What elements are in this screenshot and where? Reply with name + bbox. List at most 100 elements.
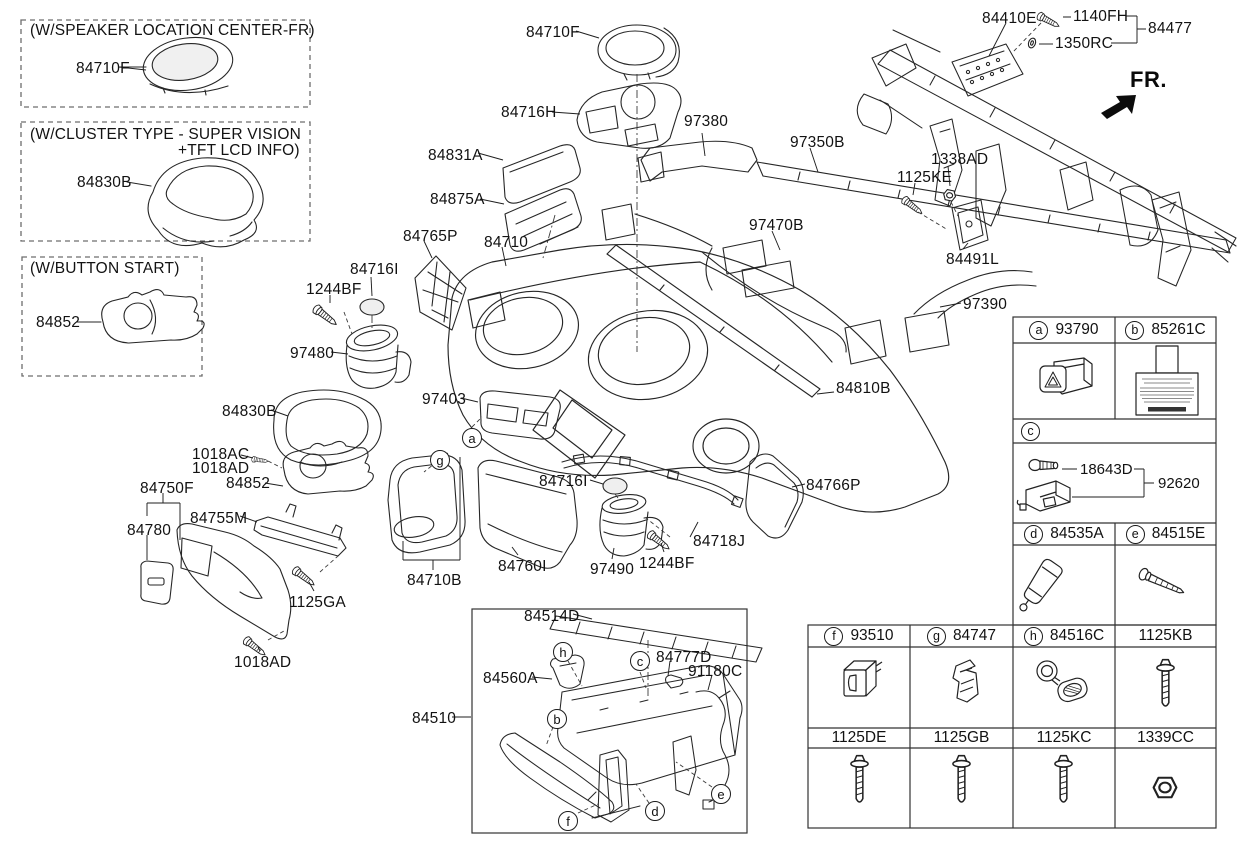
table-header-1125gb: 1125GB (910, 728, 1013, 748)
table-letter-g: g (926, 626, 946, 646)
callout-97490: 97490 (590, 561, 635, 578)
callout-84491l: 84491L (946, 251, 999, 268)
callout-84716i-a: 84716I (350, 261, 399, 278)
damper-icon (1019, 558, 1063, 612)
table-header-1125kc: 1125KC (1013, 728, 1115, 748)
ref-circle-f: f (558, 811, 578, 831)
glove-box-art (499, 615, 763, 823)
table-header-c: c (1013, 419, 1216, 443)
callout-1350rc: 1350RC (1055, 35, 1114, 52)
airbag-label-icon (1135, 345, 1199, 416)
assembly-dashes (267, 22, 1042, 814)
table-part-84747: 84747 (952, 627, 997, 644)
nut-1339cc-icon (1152, 776, 1178, 799)
callout-97480: 97480 (290, 345, 335, 362)
callout-84514d: 84514D (524, 608, 580, 625)
table-part-18643d: 18643D (1080, 461, 1133, 478)
callout-97403: 97403 (422, 391, 467, 408)
left-mid-art (140, 255, 561, 640)
table-header-1125de: 1125DE (808, 728, 910, 748)
lamp-housing-icon (1016, 480, 1071, 512)
callout-84766p: 84766P (806, 477, 861, 494)
callout-84710b: 84710B (407, 572, 462, 589)
table-letter-d: d (1024, 524, 1044, 544)
callout-84765p: 84765P (403, 228, 458, 245)
table-letter-c: c (1021, 421, 1040, 441)
callout-84755m: 84755M (190, 510, 248, 527)
table-header-h: h 84516C (1013, 625, 1115, 647)
callout-84830b-inset: 84830B (77, 174, 132, 191)
callout-84852-inset: 84852 (36, 314, 81, 331)
table-part-85261c: 85261C (1151, 321, 1206, 338)
ref-circle-g: g (430, 450, 450, 470)
callout-97390: 97390 (963, 296, 1008, 313)
center-lower-art (477, 453, 804, 569)
bolt-1125gb-icon (952, 754, 971, 803)
callout-1244bf-a: 1244BF (306, 281, 362, 298)
inset-box-borders (20, 19, 311, 377)
ref-circle-a: a (462, 428, 482, 448)
callout-84852-main: 84852 (226, 475, 271, 492)
long-screw-icon (1138, 567, 1185, 594)
crash-pad-art (447, 243, 950, 513)
callout-84710f: 84710F (526, 24, 580, 41)
table-part-1339cc: 1339CC (1137, 729, 1194, 746)
table-letter-h: h (1023, 626, 1043, 646)
bolt-1125kc-icon (1054, 754, 1073, 803)
callout-84780: 84780 (127, 522, 172, 539)
callout-84750f: 84750F (140, 480, 194, 497)
centerlines (371, 74, 649, 698)
bolt-1125kb-icon (1156, 658, 1175, 707)
top-center-art (502, 24, 682, 252)
inset-cluster-title-line2: +TFT LCD INFO) (178, 142, 300, 159)
table-part-93510: 93510 (850, 627, 894, 644)
ref-circle-e: e (711, 784, 731, 804)
callout-84710: 84710 (484, 234, 529, 251)
table-part-93790: 93790 (1055, 321, 1099, 338)
table-part-92620: 92620 (1158, 475, 1200, 492)
callout-84875a: 84875A (430, 191, 485, 208)
cowl-bar-art (856, 29, 1237, 287)
ref-circle-b: b (547, 709, 567, 729)
table-header-e: e 84515E (1115, 523, 1216, 545)
callout-1338ad: 1338AD (931, 151, 989, 168)
callout-84710f-inset: 84710F (76, 60, 130, 77)
table-part-1125kb: 1125KB (1138, 627, 1193, 644)
duct-art (601, 140, 1237, 365)
fastener-glyphs (241, 10, 1062, 659)
callout-84560a: 84560A (483, 670, 538, 687)
table-header-1339cc: 1339CC (1115, 728, 1216, 748)
callout-1018ad-a: 1018AD (192, 460, 250, 477)
table-part-1125gb: 1125GB (933, 729, 990, 746)
callout-84760i: 84760I (498, 558, 547, 575)
callout-1125ga: 1125GA (289, 594, 346, 611)
grommet-icon (1036, 660, 1088, 703)
table-part-1125kc: 1125KC (1036, 729, 1092, 746)
callout-84477: 84477 (1148, 20, 1193, 37)
table-header-a: a 93790 (1013, 317, 1115, 343)
table-header-g: g 84747 (910, 625, 1013, 647)
inset-speaker-title: (W/SPEAKER LOCATION CENTER-FR) (30, 22, 315, 39)
bulb-icon (1028, 458, 1059, 472)
inset-button-start-title: (W/BUTTON START) (30, 260, 180, 277)
clip-icon (952, 659, 979, 703)
inset-cluster-title-line1: (W/CLUSTER TYPE - SUPER VISION (30, 126, 301, 143)
callout-97380: 97380 (684, 113, 729, 130)
callout-84777d: 84777D (656, 649, 712, 666)
table-part-1125de: 1125DE (831, 729, 887, 746)
ref-circle-h: h (553, 642, 573, 662)
table-part-84535a: 84535A (1050, 525, 1104, 542)
glove-box-frame (471, 608, 748, 834)
table-letter-a: a (1029, 320, 1049, 340)
table-header-b: b 85261C (1115, 317, 1216, 343)
leader-lines (118, 15, 1146, 718)
callout-97350b: 97350B (790, 134, 845, 151)
callout-84830b-main: 84830B (222, 403, 277, 420)
table-header-d: d 84535A (1013, 523, 1115, 545)
callout-84718j: 84718J (693, 533, 746, 550)
callout-1140fh: 1140FH (1073, 8, 1129, 25)
fr-direction-arrow-icon (1101, 95, 1136, 119)
table-icons (843, 345, 1199, 803)
